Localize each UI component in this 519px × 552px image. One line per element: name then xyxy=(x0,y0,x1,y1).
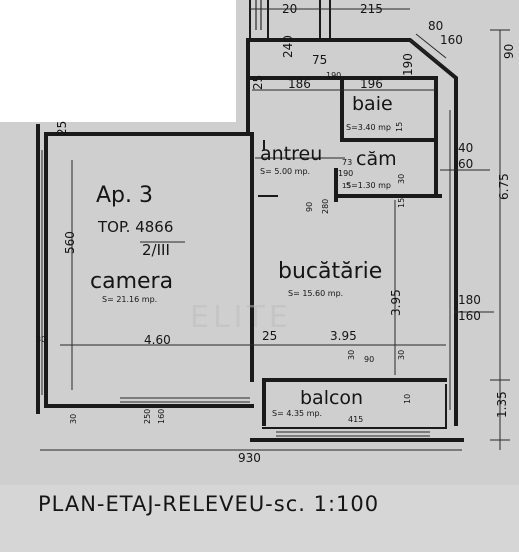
dim-160-top: 160 xyxy=(440,33,463,47)
dim-30-bot: 30 xyxy=(69,414,78,424)
dim-415: 415 xyxy=(348,415,363,424)
room-cam-name: căm xyxy=(356,148,397,170)
dim-560: 560 xyxy=(63,231,77,254)
dim-top-20: 20 xyxy=(282,2,297,16)
dim-15-a: 15 xyxy=(395,122,404,132)
dim-90-r: 90 xyxy=(364,355,374,364)
room-labels: Ap. 3 TOP. 4866 2/III camera S= 21.16 mp… xyxy=(90,93,397,418)
dim-90-small: 90 xyxy=(305,202,314,212)
dim-4-60: 4.60 xyxy=(144,333,171,347)
dim-15-b: 15 xyxy=(397,198,406,208)
room-camera-name: camera xyxy=(90,269,173,294)
apartment-label: Ap. 3 xyxy=(96,183,153,208)
room-camera-area: S= 21.16 mp. xyxy=(102,295,157,304)
dim-180: 180 xyxy=(458,293,481,307)
dim-30-left: 30 xyxy=(36,335,46,344)
apartment-fraction: 2/III xyxy=(142,241,170,259)
dim-3-95-v: 3.95 xyxy=(389,289,403,316)
room-cam-area: S=1.30 mp xyxy=(346,181,391,190)
dim-9-30: 930 xyxy=(238,451,261,465)
dim-190-a: 190 xyxy=(326,71,341,80)
dim-40: 40 xyxy=(458,141,473,155)
dim-15-c: 15 xyxy=(342,182,351,190)
room-baie-name: baie xyxy=(352,93,393,115)
dim-90: 90 xyxy=(502,44,516,59)
dim-25-left: 25 xyxy=(55,121,69,136)
apartment-top-number: TOP. 4866 xyxy=(97,218,173,236)
dim-1-35: 1.35 xyxy=(495,391,509,418)
interior-walls xyxy=(250,76,442,382)
dim-80: 80 xyxy=(428,19,443,33)
dim-240: 240 xyxy=(281,35,295,58)
room-balcon-name: balcon xyxy=(300,387,363,409)
dim-250: 250 xyxy=(143,409,152,424)
dim-280: 280 xyxy=(321,199,330,214)
dim-30-rr: 30 xyxy=(397,350,406,360)
dim-25-top: 25 xyxy=(251,75,265,90)
dim-30-mid: 30 xyxy=(397,174,406,184)
dim-73: 73 xyxy=(342,158,352,167)
plan-caption: PLAN-ETAJ-RELEVEU-sc. 1:100 xyxy=(38,492,380,516)
paper-right xyxy=(236,0,519,485)
openings xyxy=(41,33,451,437)
dim-186: 186 xyxy=(288,77,311,91)
dimension-labels: 20 215 80 160 90 240 75 190 186 196 190 … xyxy=(36,2,516,465)
dim-3-95-h: 3.95 xyxy=(330,329,357,343)
dim-160-right: 160 xyxy=(458,309,481,323)
watermark: ELITE xyxy=(190,300,292,335)
top-wall-strip xyxy=(249,0,410,38)
room-baie-area: S=3.40 mp xyxy=(346,123,391,132)
dim-190-c: 190 xyxy=(338,169,353,178)
room-bucatarie-name: bucătărie xyxy=(278,259,382,284)
paper-bottom xyxy=(0,485,519,552)
dim-30-r: 30 xyxy=(347,350,356,360)
dim-6-75: 6.75 xyxy=(497,173,511,200)
room-antreu-name: antreu xyxy=(260,143,322,165)
dim-60: 60 xyxy=(458,157,473,171)
room-bucatarie-area: S= 15.60 mp. xyxy=(288,289,343,298)
outer-walls xyxy=(36,38,464,442)
dim-75: 75 xyxy=(312,53,327,67)
dim-190-b: 190 xyxy=(401,53,415,76)
dim-196: 196 xyxy=(360,77,383,91)
dim-160-bot: 160 xyxy=(157,409,166,424)
room-antreu-area: S= 5.00 mp. xyxy=(260,167,310,176)
dim-25-bottom: 25 xyxy=(262,329,277,343)
room-balcon-area: S= 4.35 mp. xyxy=(272,409,322,418)
dim-10: 10 xyxy=(403,394,412,404)
dimension-lines xyxy=(40,29,510,451)
dim-top-215: 215 xyxy=(360,2,383,16)
